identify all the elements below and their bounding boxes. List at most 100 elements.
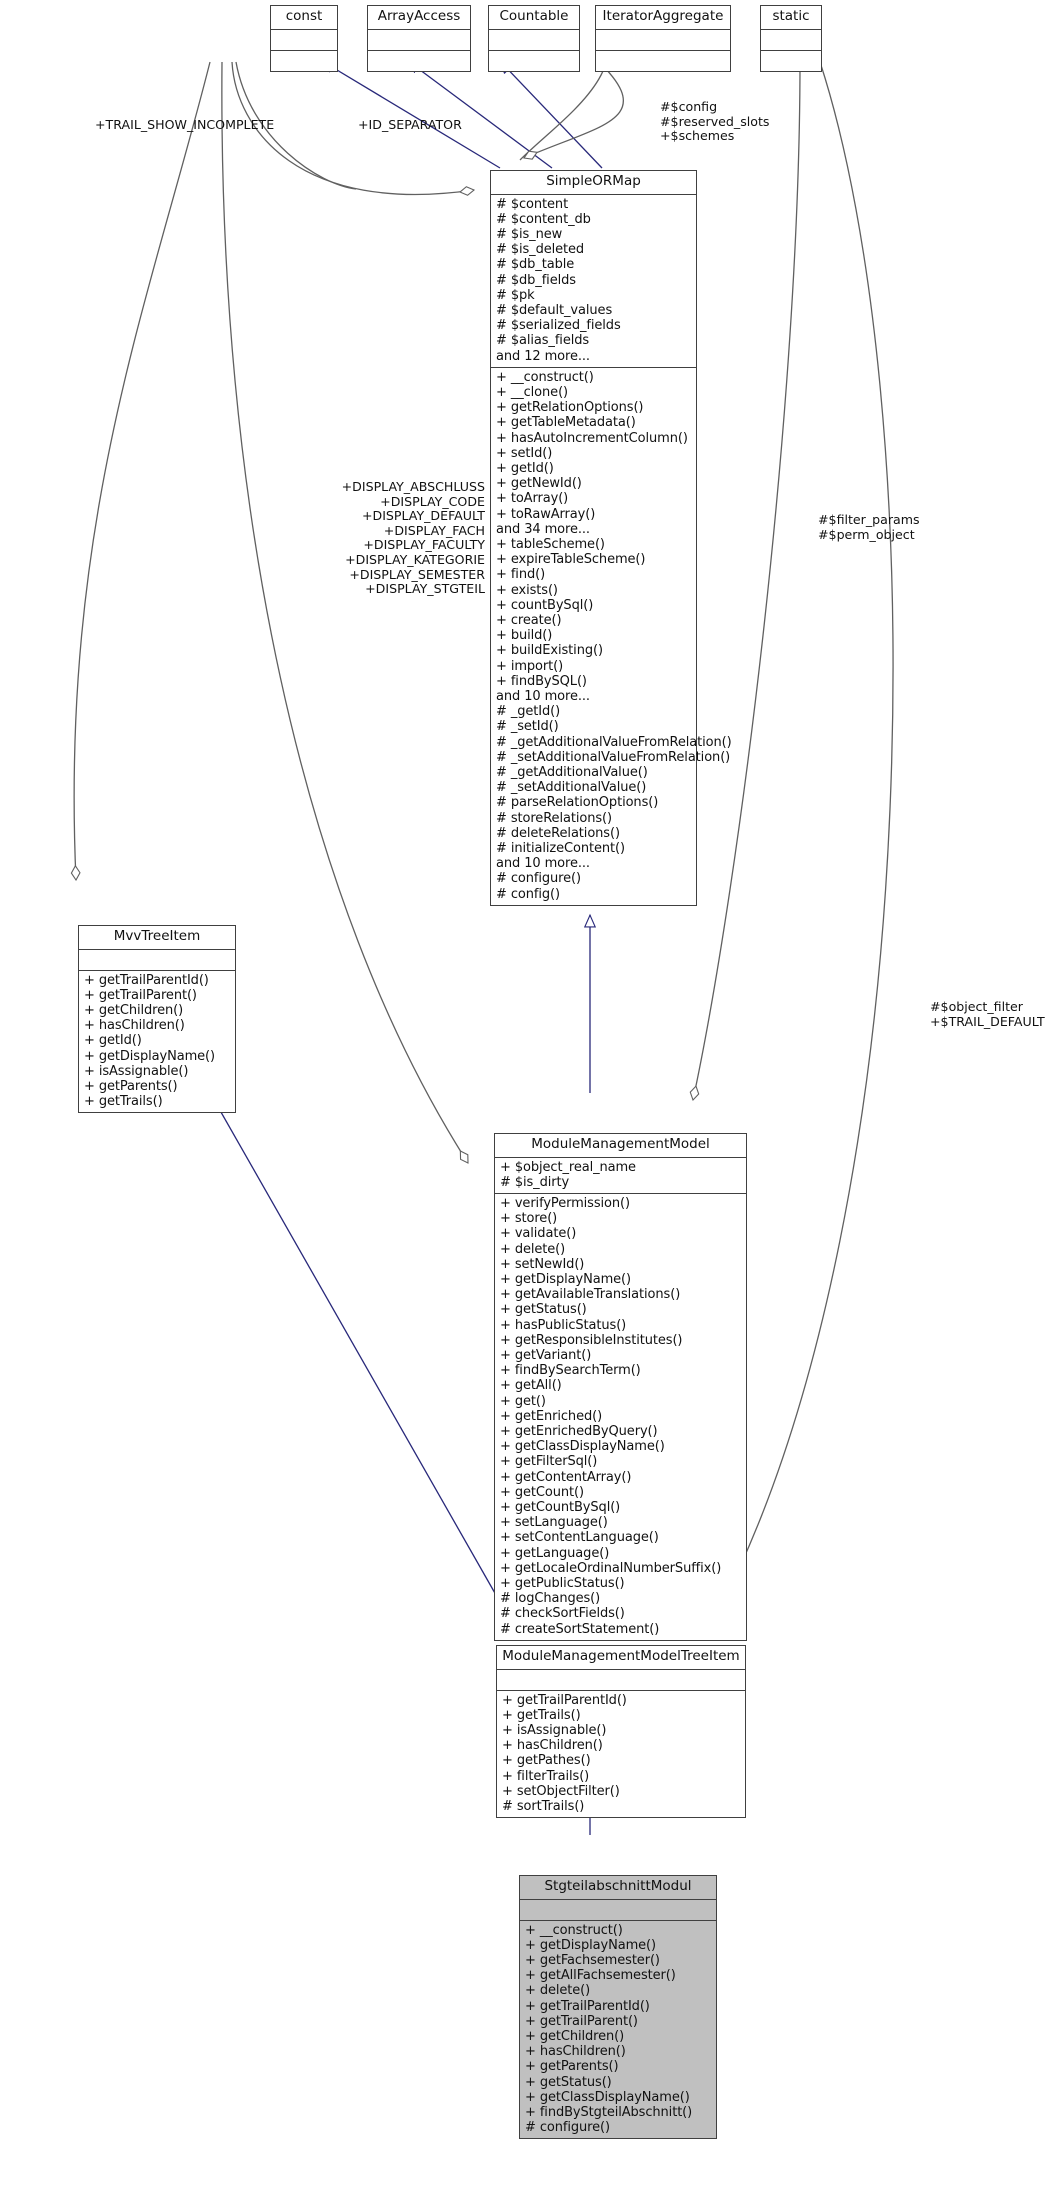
class-member: + get() [500,1393,546,1409]
class-member: + getParents() [84,1078,178,1094]
class-member: + findBySQL() [496,673,587,689]
class-member: + verifyPermission() [500,1195,630,1211]
class-member: + getAllFachsemester() [525,1968,676,1984]
class-member: # _setAdditionalValue() [496,780,647,796]
class-box-static[interactable]: static [760,5,822,72]
class-attributes [271,30,337,51]
class-member: # $db_table [496,257,575,273]
class-member: # $default_values [496,302,613,318]
class-box-simpleormap[interactable]: SimpleORMap # $content# $content_db# $is… [490,170,732,906]
class-member: + getRelationOptions() [496,400,644,416]
class-member: + getTrailParent() [525,2013,638,2029]
class-member: + isAssignable() [84,1063,189,1079]
class-member: + getCountBySql() [500,1499,621,1515]
class-member: + getNewId() [496,476,582,492]
class-member: + toArray() [496,491,569,507]
class-member: + getAll() [500,1378,562,1394]
class-member: + getPublicStatus() [500,1576,625,1591]
class-member: + delete() [500,1241,566,1257]
class-member: # $is_new [496,226,563,242]
class-member: + getTrailParentId() [502,1692,627,1708]
class-attributes: + $object_real_name# $is_dirty [495,1158,746,1194]
class-member: + findBySearchTerm() [500,1363,641,1379]
class-member: + setObjectFilter() [502,1783,620,1799]
class-member: + findByStgteilAbschnitt() [525,2104,693,2120]
class-member: + getFachsemester() [525,1952,660,1968]
class-member: + $object_real_name [500,1159,636,1175]
class-member: + getClassDisplayName() [525,2089,690,2105]
class-methods [761,51,821,71]
class-methods: + verifyPermission()+ store()+ validate(… [495,1194,746,1640]
class-member: + getEnrichedByQuery() [500,1423,658,1439]
class-member: # $alias_fields [496,333,590,349]
class-member: + buildExisting() [496,643,603,659]
class-attributes [520,1900,716,1921]
class-methods: + getTrailParentId()+ getTrailParent()+ … [79,971,235,1113]
edge-label-trail-show-incomplete: +TRAIL_SHOW_INCOMPLETE [95,117,275,132]
class-member: + hasPublicStatus() [500,1317,627,1333]
class-member: + countBySql() [496,597,594,613]
class-member: and 10 more... [496,856,590,872]
class-member: # configure() [496,871,581,887]
class-member: + getTrails() [84,1094,163,1110]
class-methods: + __construct()+ getDisplayName()+ getFa… [520,1921,716,2139]
class-member: # _getId() [496,704,561,720]
class-box-modulemanagementmodel[interactable]: ModuleManagementModel + $object_real_nam… [494,1133,747,1641]
class-methods: + getTrailParentId()+ getTrails()+ isAss… [497,1691,745,1818]
class-member: # sortTrails() [502,1798,585,1814]
class-member: + hasAutoIncrementColumn() [496,430,688,446]
class-member: + getDisplayName() [84,1048,215,1064]
class-member: # config() [496,886,560,902]
class-member: + __construct() [525,1922,623,1938]
edge-label-display-constants: +DISPLAY_ABSCHLUSS +DISPLAY_CODE +DISPLA… [341,479,485,597]
class-member: # _setId() [496,719,559,735]
class-member: # $is_deleted [496,242,585,258]
class-box-arrayaccess[interactable]: ArrayAccess [367,5,471,72]
class-title: ModuleManagementModel [495,1134,746,1158]
class-box-iteratoraggregate[interactable]: IteratorAggregate [595,5,731,72]
class-member: + getId() [496,460,554,476]
class-member: + setNewId() [500,1256,585,1272]
class-attributes [497,1670,745,1691]
class-attributes [489,30,579,51]
class-member: + getStatus() [500,1302,587,1318]
edge-label-object-filter-trail-default: #$object_filter +$TRAIL_DEFAULT [930,999,1045,1029]
class-box-modulemanagementmodeltreeitem[interactable]: ModuleManagementModelTreeItem + getTrail… [496,1645,746,1819]
class-member: # $db_fields [496,272,576,288]
edge-label-filter-params-perm-object: #$filter_params #$perm_object [818,512,920,542]
class-member: + getTrailParent() [84,987,197,1003]
class-attributes: # $content# $content_db# $is_new# $is_de… [491,195,696,368]
class-member: # _setAdditionalValueFromRelation() [496,749,731,765]
class-member: + create() [496,613,562,628]
class-title: static [761,6,821,30]
class-title: SimpleORMap [491,171,696,195]
class-box-stgteilabschnittmodul[interactable]: StgteilabschnittModul + __construct()+ g… [519,1875,717,2140]
edge-label-id-separator: +ID_SEPARATOR [358,117,462,132]
class-member: + getStatus() [525,2074,612,2090]
class-member: + hasChildren() [525,2044,626,2060]
class-member: # _getAdditionalValue() [496,765,648,781]
class-member: + hasChildren() [84,1018,185,1034]
class-attributes [79,950,235,971]
class-attributes [761,30,821,51]
class-methods [368,51,470,71]
class-member: # $content [496,196,569,212]
class-methods [271,51,337,71]
class-member: # $is_dirty [500,1174,570,1190]
class-member: # logChanges() [500,1591,601,1607]
class-member: + getChildren() [84,1002,184,1018]
class-member: and 34 more... [496,521,590,537]
class-box-const[interactable]: const [270,5,338,72]
class-member: # $serialized_fields [496,318,621,334]
class-title: MvvTreeItem [79,926,235,950]
class-member: + getId() [84,1033,142,1049]
class-member: + getDisplayName() [525,1937,656,1953]
class-member: + getChildren() [525,2028,625,2044]
edge-label-config-reserved-schemes: #$config #$reserved_slots +$schemes [660,99,770,144]
class-member: # storeRelations() [496,810,612,826]
class-attributes [596,30,730,51]
class-member: + setContentLanguage() [500,1530,659,1546]
class-box-countable[interactable]: Countable [488,5,580,72]
class-member: + getTrails() [502,1707,581,1723]
class-box-mvvtreeitem[interactable]: MvvTreeItem + getTrailParentId()+ getTra… [78,925,236,1114]
